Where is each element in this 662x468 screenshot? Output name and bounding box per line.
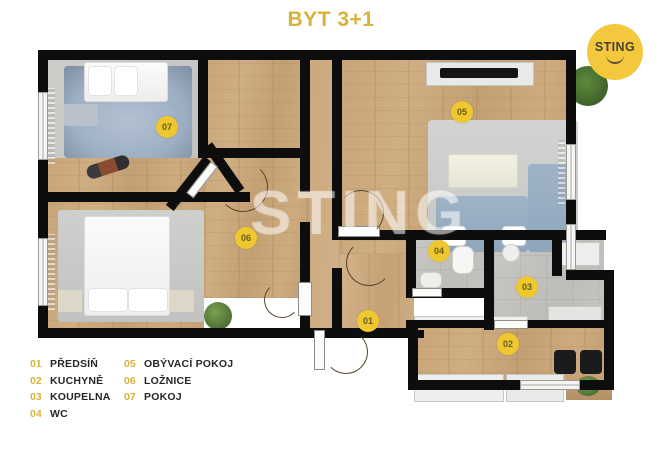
legend-number: 07 [124,391,136,403]
pillow [128,288,168,312]
curtain-left-lower [48,234,55,310]
legend-label: WC [50,407,68,420]
door-wc[interactable] [412,288,442,297]
sink-room-04 [420,272,442,288]
door-arc-room-05 [338,190,384,236]
legend-label: KUCHYNĚ [50,374,104,387]
legend-item-06: 06 LOŽNICE [124,375,233,387]
wall-hall-right-upper [332,60,342,240]
toilet-room-04 [452,246,474,274]
door-room-06[interactable] [298,282,312,316]
sting-logo: STING [587,24,643,80]
page-title: BYT 3+1 [287,8,375,31]
wall-wc-right [484,234,494,296]
wall-between-06-07 [44,192,208,202]
door-arc-room-06 [264,282,300,318]
wall-hall-left-lower [300,222,310,338]
wall-right-lower [604,280,614,386]
wall-above-wc-bath [406,230,606,240]
wall-bottom-step [408,328,418,386]
plant-room-06 [204,302,232,330]
wall-right-upper [566,50,576,104]
smile-icon [606,55,624,64]
room-badge-01[interactable]: 01 [357,310,379,332]
room-badge-02[interactable]: 02 [497,333,519,355]
legend-label: OBÝVACÍ POKOJ [144,358,234,370]
room-badge-06[interactable]: 06 [235,227,257,249]
wall-hall-bottom2 [332,330,424,338]
pillow [88,288,128,312]
legend-item-01: 01 PŘEDSÍŇ [30,358,111,370]
legend-number: 03 [30,391,42,403]
legend-label: LOŽNICE [144,374,192,387]
wall-right-step [566,270,614,280]
wall-bottom-right [408,380,614,390]
wall-bottom-left [38,328,418,338]
wall-bath-inner [552,240,562,276]
wall-top [38,50,576,60]
room-badge-07[interactable]: 07 [156,116,178,138]
window-left-upper [38,92,48,160]
room-badge-04[interactable]: 04 [428,240,450,262]
window-left-lower [38,238,48,306]
wall-wc-left [406,234,416,296]
door-arc-kitchen [346,240,392,286]
nightstand-room-07 [64,104,98,126]
window-kitchen [520,380,580,390]
legend-column-2: 05 OBÝVACÍ POKOJ 06 LOŽNICE 07 POKOJ [124,358,233,408]
legend-item-05: 05 OBÝVACÍ POKOJ [124,358,233,370]
pillow [114,66,138,96]
wall-wc-bottom [406,288,490,298]
wall-hall-right-lower [332,268,342,338]
window-right-lower [566,224,576,270]
chair-kitchen-left [554,350,576,374]
curtain-right-upper [558,140,565,204]
room-badge-03[interactable]: 03 [516,276,538,298]
pillow [88,66,112,96]
wall-hall-left-upper [300,60,310,192]
legend-item-07: 07 POKOJ [124,391,233,403]
legend-label: PŘEDSÍŇ [50,358,99,370]
nightstand-room-06-right [170,290,194,312]
legend-number: 05 [124,358,136,370]
nightstand-room-06-left [58,290,82,312]
chair-kitchen-right [580,350,602,374]
legend-label: POKOJ [144,391,182,403]
wall-left [38,50,48,338]
legend-item-03: 03 KOUPELNA [30,391,111,403]
room-badge-05[interactable]: 05 [451,101,473,123]
legend-number: 01 [30,358,42,370]
sink-room-03 [502,244,520,262]
door-bathroom[interactable] [494,320,528,329]
legend-number: 06 [124,374,136,387]
curtain-left-upper [48,88,55,164]
wall-bath-left [484,296,494,330]
legend-number: 04 [30,407,42,420]
door-arc-room-07 [218,162,268,212]
legend-label: KOUPELNA [50,391,111,403]
logo-text: STING [594,40,636,54]
tv-screen [440,68,518,78]
floor-plan: STING 07 06 01 05 04 03 02 [28,44,634,402]
coffee-table-room-05 [448,154,518,188]
legend-number: 02 [30,374,42,387]
wall-room-07-right [198,60,208,158]
window-right-upper [566,144,576,200]
wall-hall-bottom [332,230,442,240]
legend-item-04: 04 WC [30,408,111,420]
wall-room-07-bottom [198,148,310,158]
legend-item-02: 02 KUCHYNĚ [30,375,111,387]
door-arc-entrance [324,330,368,374]
legend-column-1: 01 PŘEDSÍŇ 02 KUCHYNĚ 03 KOUPELNA 04 WC [30,358,111,424]
